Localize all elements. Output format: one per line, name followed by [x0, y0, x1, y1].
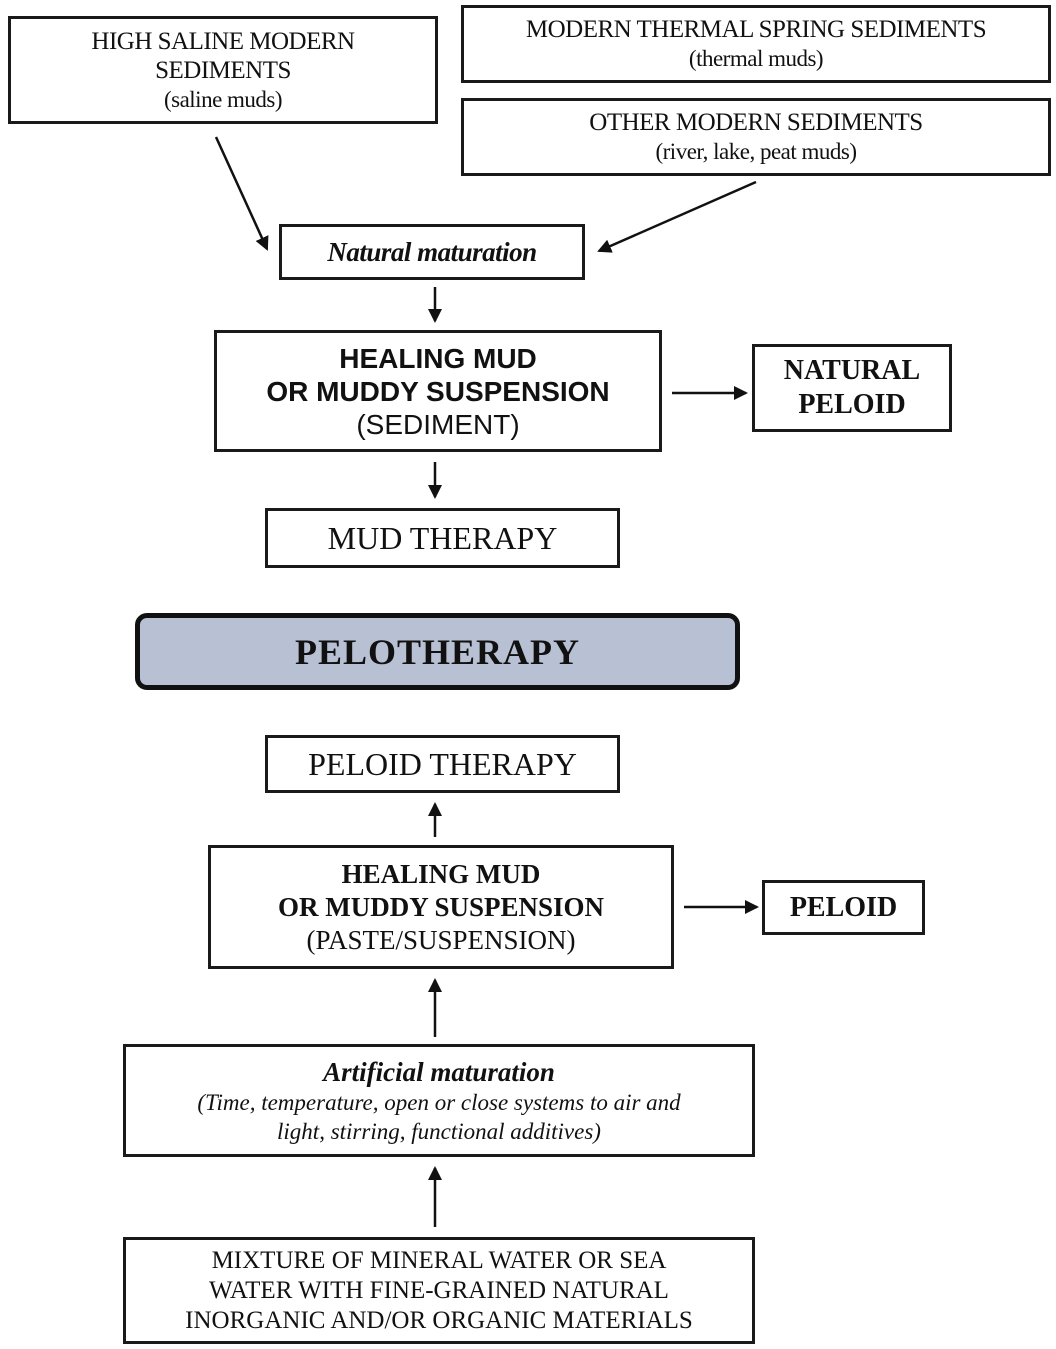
thermal-line-1: MODERN THERMAL SPRING SEDIMENTS [525, 16, 987, 43]
peloid-therapy-box: PELOID THERAPY [265, 735, 620, 793]
natural-peloid-box: NATURAL PELOID [752, 344, 952, 432]
healing-paste-line-2: OR MUDDY SUSPENSION [277, 891, 605, 922]
mixture-line-2: WATER WITH FINE-GRAINED NATURAL [209, 1276, 669, 1304]
mixture-box: MIXTURE OF MINERAL WATER OR SEA WATER WI… [123, 1237, 755, 1344]
other-sediments-box: OTHER MODERN SEDIMENTS (river, lake, pea… [461, 98, 1051, 176]
healing-mud-sediment-box: HEALING MUD OR MUDDY SUSPENSION (SEDIMEN… [214, 330, 662, 452]
natural-maturation-box: Natural maturation [279, 224, 585, 280]
other-line-1: OTHER MODERN SEDIMENTS [589, 109, 923, 136]
mixture-line-3: INORGANIC AND/OR ORGANIC MATERIALS [185, 1306, 693, 1334]
other-line-2: (river, lake, peat muds) [655, 139, 857, 164]
healing-sediment-line-1: HEALING MUD [339, 342, 537, 374]
mud-therapy-label: MUD THERAPY [327, 519, 558, 556]
artificial-maturation-line-2: light, stirring, functional additives) [277, 1118, 601, 1144]
artificial-maturation-box: Artificial maturation (Time, temperature… [123, 1044, 755, 1157]
saline-sediments-box: HIGH SALINE MODERN SEDIMENTS (saline mud… [8, 16, 438, 124]
healing-sediment-line-2: OR MUDDY SUSPENSION [266, 375, 610, 407]
pelotherapy-box: PELOTHERAPY [135, 613, 740, 690]
arrow-other-to-natural [597, 180, 757, 253]
thermal-line-2: (thermal muds) [688, 46, 824, 71]
artificial-maturation-title: Artificial maturation [323, 1056, 555, 1087]
peloid-box: PELOID [762, 880, 925, 935]
arrow-saline-to-natural [214, 136, 269, 251]
peloid-therapy-label: PELOID THERAPY [308, 745, 577, 782]
thermal-sediments-box: MODERN THERMAL SPRING SEDIMENTS (thermal… [461, 5, 1051, 83]
saline-line-2: SEDIMENTS [155, 56, 291, 84]
healing-paste-line-3: (PASTE/SUSPENSION) [306, 924, 576, 955]
pelotherapy-label: PELOTHERAPY [294, 631, 581, 672]
healing-paste-line-1: HEALING MUD [341, 858, 541, 889]
natural-maturation-label: Natural maturation [327, 236, 537, 267]
saline-line-1: HIGH SALINE MODERN [91, 27, 355, 55]
peloid-label: PELOID [789, 891, 898, 923]
mud-therapy-box: MUD THERAPY [265, 508, 620, 568]
natural-peloid-line-1: NATURAL [783, 355, 921, 386]
natural-peloid-line-2: PELOID [798, 389, 906, 420]
artificial-maturation-line-1: (Time, temperature, open or close system… [197, 1089, 681, 1115]
healing-mud-paste-box: HEALING MUD OR MUDDY SUSPENSION (PASTE/S… [208, 845, 674, 969]
mixture-line-1: MIXTURE OF MINERAL WATER OR SEA [211, 1246, 667, 1274]
healing-sediment-line-3: (SEDIMENT) [356, 408, 520, 440]
saline-line-3: (saline muds) [163, 86, 283, 112]
